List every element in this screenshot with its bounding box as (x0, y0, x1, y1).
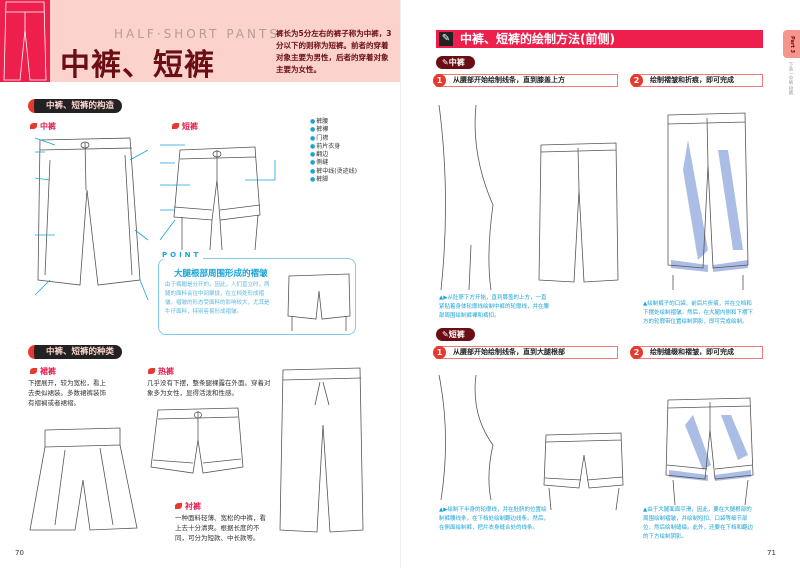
legend-item: 裤襻 (310, 126, 357, 134)
english-title: HALF·SHORT PANTS (114, 27, 280, 41)
header-pants-sketch (0, 0, 50, 82)
subsection-mid: ✎中裤 (436, 56, 475, 69)
section-structure: 中裤、短裤的构造 (28, 99, 123, 113)
part-subtitle: 下装 | 中裤·短裤 (788, 62, 793, 95)
shorts-step1-sketch (543, 432, 624, 511)
legend-item: 裤中线(烫迹线) (310, 168, 357, 176)
subsection-shorts: ✎短裤 (436, 328, 475, 341)
page-number: 71 (767, 549, 776, 557)
body-outline-sketch (438, 374, 494, 501)
caption: ▲▶从肚脐下方开始，直到膝盖的上方，一直紧贴着身体轮廓线绘制中裤的轮廓线，并在腰… (439, 295, 550, 319)
pencil-icon: ✎ (442, 330, 449, 339)
left-page: HALF·SHORT PANTS 中裤、短裤 裤长为5分左右的裤子称为中裤，3分… (0, 0, 400, 568)
part-tab: Part 3 (783, 30, 800, 58)
point-title: 大腿根部周围形成的褶皱 (174, 269, 268, 279)
parts-legend: 裤腰 裤襻 门襟 前片衣身 翻边 侧缝 裤中线(烫迹线) 裤脚 (310, 118, 357, 184)
page-number: 70 (15, 549, 24, 557)
long-shorts-sketch (279, 367, 364, 533)
header-band (0, 0, 400, 82)
point-tag: POINT (160, 251, 204, 259)
type-text: 几乎没有下摆，整条腿裸露在外面。穿着对象多为女性，显得活泼和性感。 (147, 379, 271, 397)
caption: ▲由于大腿面面平滑，因此，要在大腿根部的周围绘制褶皱，并绘制短扣、口袋等细节部位… (643, 507, 754, 540)
caption: ▲绘制裤子的口袋、前后片折痕，并在立档和下摆处绘制褶皱。然后，在大腿内侧和下摆下… (643, 301, 754, 325)
legend-item: 侧缝 (310, 159, 357, 167)
hotpants-sketch (150, 407, 244, 474)
type-label: 热裤 (148, 366, 174, 377)
type-label: 裙裤 (30, 366, 56, 377)
pencil-icon: ✎ (442, 58, 449, 67)
type-text: 下摆展开，较为宽松，看上去类似裙装。多数裙裤装饰有褶裥或者裙褶。 (28, 379, 106, 407)
shorts-step2-sketch (665, 397, 754, 506)
culottes-sketch (29, 427, 138, 531)
intro-text: 裤长为5分左右的裤子称为中裤，3分以下的则称为短裤。前者的穿着对象主要为男性，后… (276, 29, 392, 74)
mid-pants-diagram (34, 137, 149, 301)
legend-item: 裤腰 (310, 118, 357, 126)
caption: ▲▶绘制下半身的轮廓线，并在肚脐的位置绘制裤腰线条，在下档处绘制翻边线条。然后，… (439, 507, 550, 531)
mid-pants-step1-sketch (538, 142, 619, 283)
legend-item: 前片衣身 (310, 143, 357, 151)
type-label: 衬裤 (175, 501, 201, 512)
shorts-diagram (159, 144, 276, 251)
body-outline-sketch (438, 104, 494, 291)
legend-item: 翻边 (310, 151, 357, 159)
right-page: ✎ 中裤、短裤的绘制方法(前侧) Part 3 下装 | 中裤·短裤 ✎中裤 1… (400, 0, 800, 568)
mid-pants-label: 中裤 (30, 121, 56, 132)
point-box: 大腿根部周围形成的褶皱 由于裤腿是分开的，因此，人们直立时，两腿的面料会往中间聚… (158, 258, 356, 335)
section-title: 中裤、短裤的绘制方法(前侧) (460, 32, 615, 46)
pencil-icon: ✎ (439, 32, 453, 46)
point-text: 由于裤腿是分开的，因此，人们直立时，两腿的面料会往中间聚拢，在立档处形成褶皱。褶… (165, 282, 270, 315)
page-title: 中裤、短裤 (60, 48, 215, 83)
shorts-label: 短裤 (172, 121, 198, 132)
mid-pants-step2-sketch (667, 112, 749, 290)
section-title-bar: ✎ 中裤、短裤的绘制方法(前侧) (436, 30, 763, 48)
legend-item: 裤脚 (310, 176, 357, 184)
type-text: 一种面料轻薄、宽松的中裤，看上去十分清爽。根据长度的不同，可分为短款、中长款等。 (175, 514, 266, 542)
point-crotch-sketch (287, 273, 351, 331)
legend-item: 门襟 (310, 135, 357, 143)
section-types: 中裤、短裤的种类 (28, 345, 123, 359)
